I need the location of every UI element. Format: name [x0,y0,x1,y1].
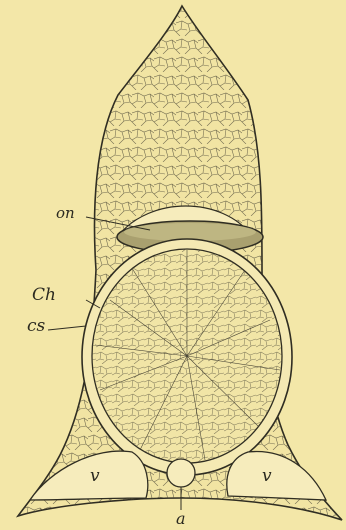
leader-cs [48,326,86,330]
vacuole-right [227,452,326,500]
label-a: a [176,511,186,527]
label-v-left: v [90,468,100,485]
label-on: on [56,206,75,221]
label-cs: cs [27,318,45,335]
label-ch: Ch [32,287,56,304]
label-v-right: v [262,468,272,485]
structure-a [167,459,195,487]
